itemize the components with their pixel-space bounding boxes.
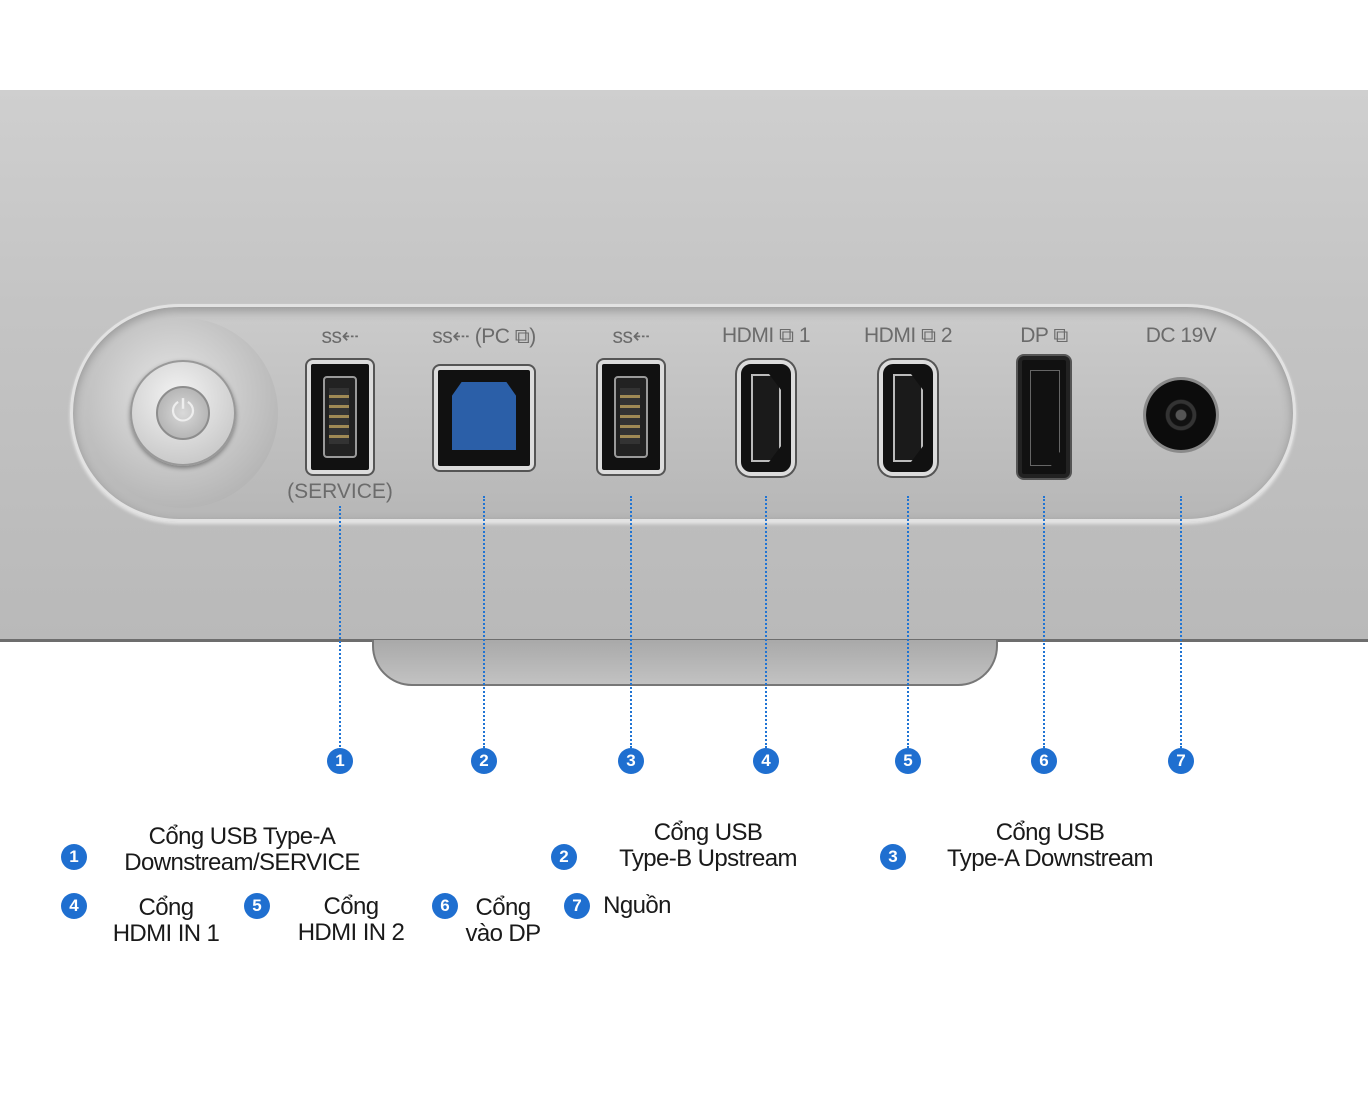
legend-line: Cổng USB (653, 819, 763, 846)
legend-badge-1: 1 (61, 844, 87, 870)
callout-badge-2: 2 (471, 748, 497, 774)
leader-line-3 (630, 496, 632, 748)
leader-line-5 (907, 496, 909, 748)
legend-badge-6: 6 (432, 893, 458, 919)
legend-badge-4: 4 (61, 893, 87, 919)
callout-badge-1: 1 (327, 748, 353, 774)
port-label-4: HDMI ⧉ 1 (721, 324, 811, 347)
port-label-6: DP ⧉ (1020, 324, 1068, 347)
dc-power-jack (1146, 380, 1216, 450)
leader-line-7 (1180, 496, 1182, 748)
usb-a-service-port (307, 360, 373, 474)
legend-item-7: Nguồn (603, 893, 671, 919)
power-button[interactable]: ⏻ (130, 360, 236, 466)
usb-b-upstream-port (434, 366, 534, 470)
leader-line-1 (339, 506, 341, 758)
legend-line: Cổng USB (995, 819, 1105, 846)
callout-badge-3: 3 (618, 748, 644, 774)
legend-line: Type-B Upstream (619, 845, 797, 872)
legend-line: Cổng (138, 894, 195, 921)
callout-badge-7: 7 (1168, 748, 1194, 774)
callout-badge-6: 6 (1031, 748, 1057, 774)
service-label: (SERVICE) (287, 480, 393, 503)
callout-badge-5: 5 (895, 748, 921, 774)
legend-badge-2: 2 (551, 844, 577, 870)
leader-line-2 (483, 496, 485, 748)
port-label-7: DC 19V (1145, 324, 1217, 347)
legend-line: HDMI IN 2 (297, 919, 405, 946)
port-label-5: HDMI ⧉ 2 (863, 324, 953, 347)
legend-line: Cổng (323, 893, 380, 920)
port-label-1: ss⇠ (321, 325, 359, 348)
legend-line: Cổng (475, 894, 532, 921)
usb-a-downstream-port (598, 360, 664, 474)
legend-line: Nguồn (603, 892, 671, 919)
leader-line-4 (765, 496, 767, 748)
callout-badge-4: 4 (753, 748, 779, 774)
legend-line: Downstream/SERVICE (124, 849, 360, 876)
legend-badge-5: 5 (244, 893, 270, 919)
legend-line: Cổng USB Type-A (148, 823, 336, 850)
legend-line: Type-A Downstream (947, 845, 1153, 872)
hdmi-1-port (737, 360, 795, 476)
leader-line-6 (1043, 496, 1045, 748)
stand-mount (372, 640, 998, 686)
port-label-3: ss⇠ (612, 325, 650, 348)
legend-badge-7: 7 (564, 893, 590, 919)
legend-badge-3: 3 (880, 844, 906, 870)
power-icon: ⏻ (156, 386, 210, 440)
displayport-port (1018, 356, 1070, 478)
legend-line: vào DP (465, 920, 541, 947)
hdmi-2-port (879, 360, 937, 476)
port-label-2: ss⇠ (PC ⧉) (432, 325, 536, 348)
legend-line: HDMI IN 1 (112, 920, 220, 947)
